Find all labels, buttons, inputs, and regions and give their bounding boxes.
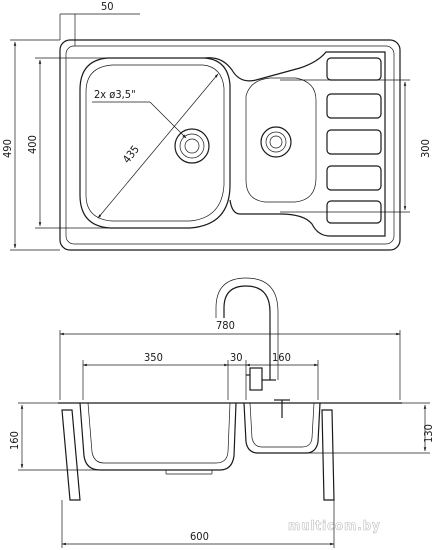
cabinet-wall-left (61, 409, 81, 501)
dim-bowl-large-label: 350 (144, 351, 163, 364)
sink-rim-inner (65, 45, 395, 245)
dim-depth-large-label: 160 (8, 431, 21, 450)
top-view: 50 490 400 435 2x ø3,5" 300 (1, 0, 432, 251)
small-bowl-area (204, 51, 386, 237)
small-bowl (245, 77, 317, 203)
small-bowl-profile (243, 402, 321, 454)
faucet (215, 277, 290, 418)
dim-height-bowl-label: 400 (26, 135, 39, 154)
dim-diagonal-label: 435 (120, 143, 142, 166)
dim-flange-label: 50 (101, 0, 114, 13)
large-bowl-profile (79, 402, 237, 471)
dim-depth-small-label: 130 (422, 424, 435, 443)
large-bowl (79, 57, 231, 229)
dim-gap-label: 30 (230, 351, 243, 364)
dim-height-total-label: 490 (1, 139, 14, 158)
drain-small (260, 126, 292, 158)
dim-bowl-small-label: 160 (272, 351, 291, 364)
dim-width-total-label: 780 (216, 319, 235, 332)
side-view: 780 350 30 160 (8, 277, 435, 548)
dim-small-bowl-label: 300 (419, 139, 432, 158)
drain-large (174, 128, 210, 164)
dim-cabinet-label: 600 (190, 530, 209, 543)
dim-drain-label: 2x ø3,5" (94, 88, 136, 101)
sink-outline (59, 39, 401, 251)
drainboard-slots (326, 57, 382, 224)
watermark: multicom.by (288, 519, 381, 534)
cabinet-wall-right (321, 409, 335, 501)
